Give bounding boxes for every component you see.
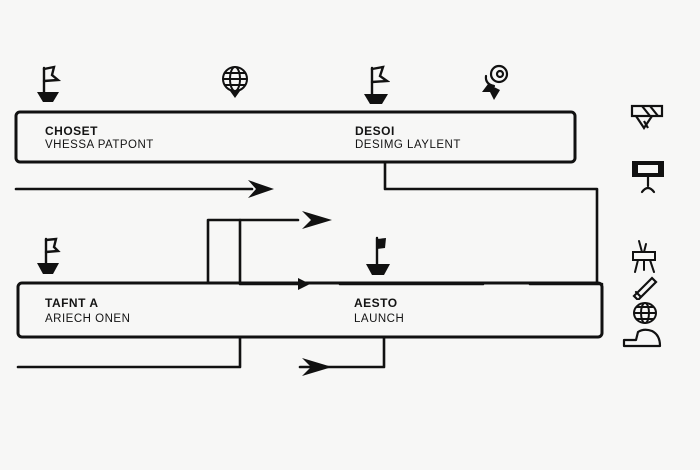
connector-bottom-left (16, 335, 242, 369)
monitor-icon (632, 161, 664, 194)
stage-title: AESTO (354, 296, 398, 310)
rocket-icon (482, 64, 509, 100)
bottom-stage-box (16, 281, 604, 339)
connector-mid-b (238, 218, 300, 286)
easel-icon (632, 240, 656, 273)
flag-icon (366, 236, 390, 275)
arrow-right (298, 278, 310, 290)
flag-icon (37, 237, 61, 274)
pencil-icon (632, 276, 658, 300)
arrow-right (302, 211, 332, 229)
trophy-icon (622, 328, 662, 348)
globe-icon (633, 302, 657, 324)
top-stage-box (14, 110, 577, 164)
tools-icon (630, 104, 664, 130)
flag-icon (364, 65, 390, 104)
stage-subtitle: ARIECH ONEN (45, 313, 131, 325)
connector-mid-a (206, 218, 300, 285)
stage-subtitle: LAUNCH (354, 313, 405, 325)
arrow-right (302, 358, 332, 376)
connector-top-right (383, 160, 599, 285)
stage-subtitle: VHESSA PATPONT (45, 139, 154, 151)
stage-title: TAFNT A (45, 296, 99, 310)
globe-icon (222, 66, 248, 98)
flag-icon (37, 65, 62, 102)
stage-title: CHOSET (45, 124, 99, 138)
arrow-right (248, 180, 274, 198)
stage-title: DESOI (355, 124, 395, 138)
stage-subtitle: DESIMG LAYLENT (355, 139, 461, 151)
